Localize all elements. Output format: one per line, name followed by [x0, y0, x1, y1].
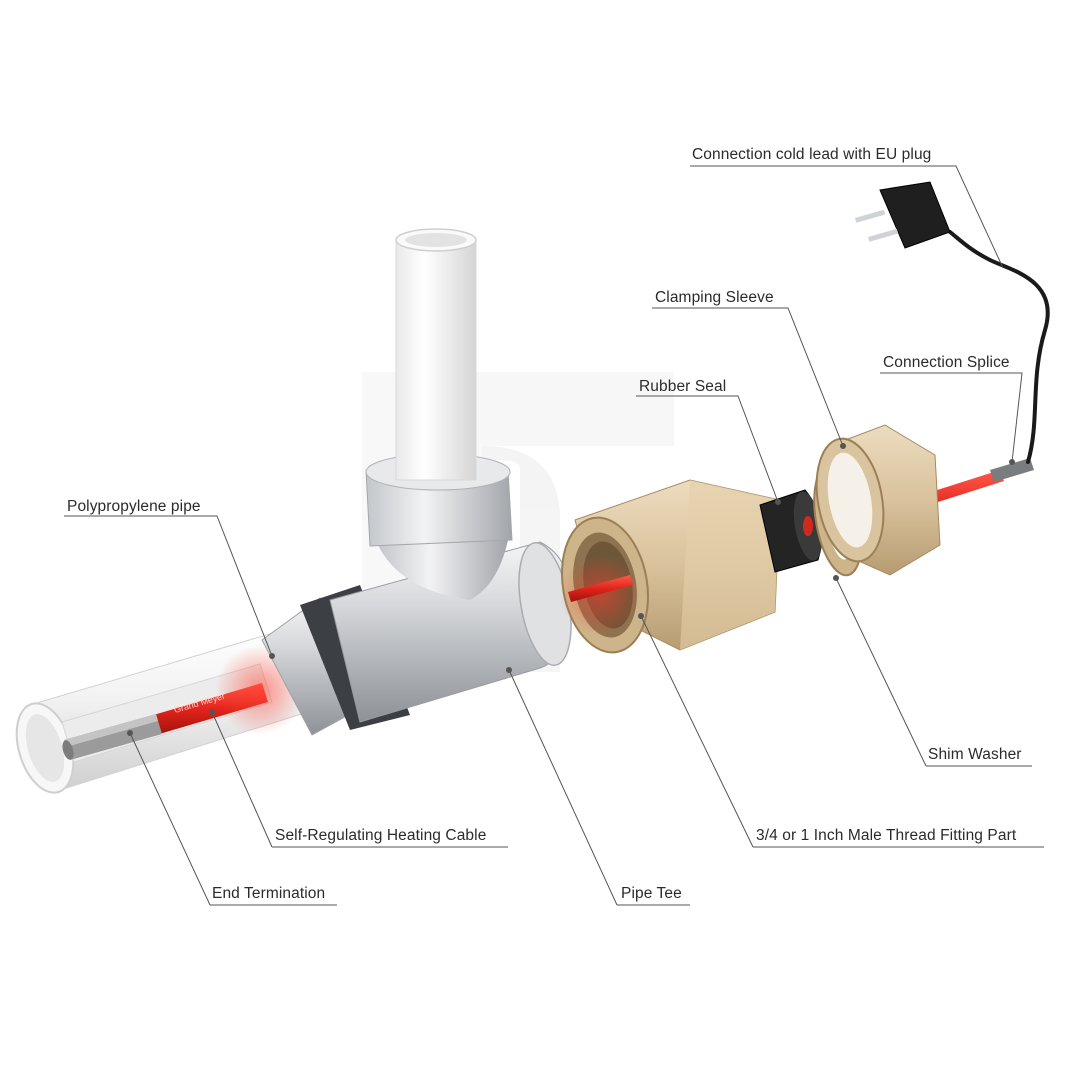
label-clamping-sleeve: Clamping Sleeve — [655, 289, 774, 306]
leader-lines — [64, 165, 1044, 906]
leader-thread-fitting-b — [640, 615, 754, 848]
leader-end-termination-b — [129, 732, 211, 906]
leader-clamping-sleeve — [652, 307, 844, 447]
clamping-sleeve — [815, 424, 941, 576]
leader-dots — [127, 443, 1015, 736]
leader-rubber-seal — [636, 395, 779, 503]
rubber-seal — [759, 489, 823, 573]
leader-heating-cable-b — [211, 711, 273, 848]
leader-eu-plug — [690, 165, 1004, 269]
label-pipe-tee: Pipe Tee — [621, 885, 682, 902]
label-end-termination: End Termination — [212, 885, 326, 902]
leader-polypropylene-pipe — [64, 515, 273, 657]
leader-connection-splice — [880, 372, 1023, 463]
polypropylene-pipe: Grand Meyer — [15, 624, 331, 794]
label-shim-washer: Shim Washer — [928, 746, 1022, 763]
label-rubber-seal: Rubber Seal — [639, 378, 727, 395]
leader-shim-washer-b — [835, 577, 927, 767]
leader-pipe-tee-b — [508, 669, 618, 906]
label-eu-plug: Connection cold lead with EU plug — [692, 146, 932, 163]
thread-fitting-part — [560, 479, 781, 654]
cold-lead-assembly — [854, 181, 1050, 482]
label-connection-splice: Connection Splice — [883, 354, 1010, 371]
pipe-tee — [261, 228, 572, 736]
label-polypropylene-pipe: Polypropylene pipe — [67, 498, 201, 515]
label-heating-cable: Self-Regulating Heating Cable — [275, 827, 487, 844]
label-thread-fitting: 3/4 or 1 Inch Male Thread Fitting Part — [756, 827, 1017, 844]
